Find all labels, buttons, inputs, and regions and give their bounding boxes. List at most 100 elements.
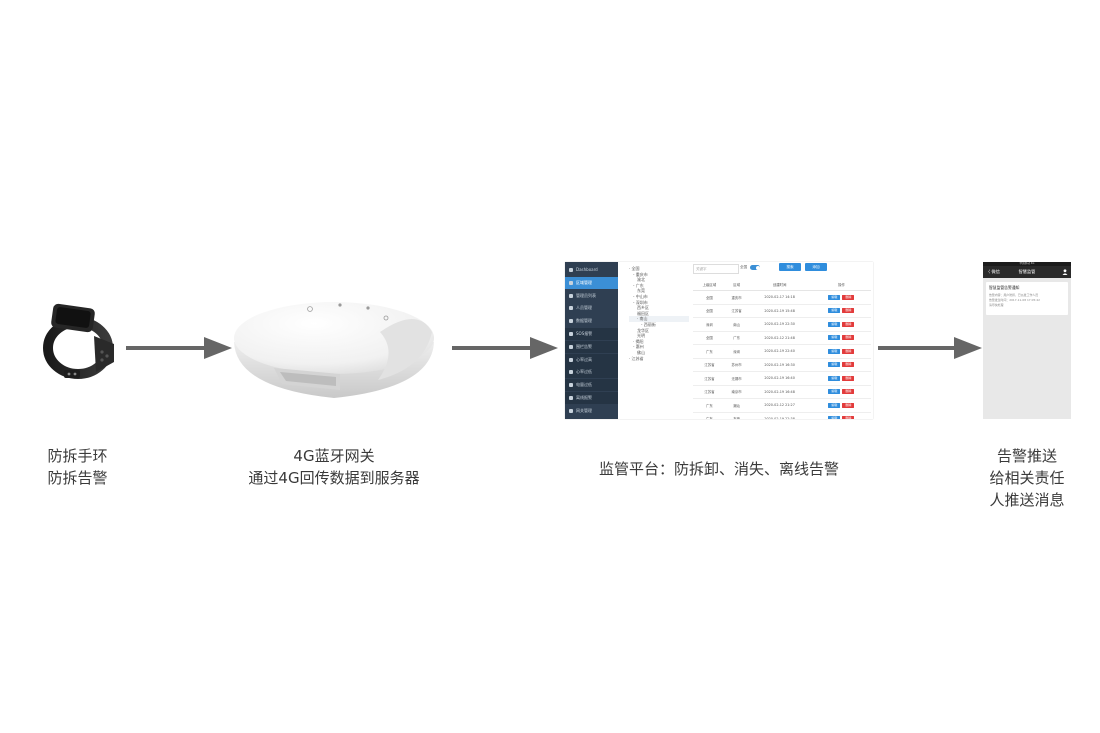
tree-node[interactable]: 福田区	[637, 310, 649, 316]
tree-node[interactable]: - 惠州	[633, 344, 644, 350]
add-button[interactable]: 添加	[805, 263, 827, 271]
delete-button[interactable]: 删除	[842, 375, 855, 381]
tree-node[interactable]: · 南山	[629, 316, 689, 322]
alert-card[interactable]: 智慧监管告警通知 告警内容：用户防拆，已派发工作人员 告警发生时间：2017-1…	[986, 282, 1068, 315]
edit-button[interactable]: 编辑	[828, 321, 841, 327]
search-button[interactable]: 搜索	[779, 263, 801, 271]
edit-button[interactable]: 编辑	[828, 294, 841, 300]
delete-button[interactable]: 删除	[842, 402, 855, 408]
caption-line: 防拆告警	[47, 469, 108, 487]
dashboard-toolbar: 关键字 全国 搜索 添加	[693, 263, 873, 274]
sidebar-item-label: 电量过低	[576, 382, 592, 388]
table-actions: 编辑删除	[811, 371, 871, 386]
sidebar-item-label: Dashboard	[576, 267, 598, 272]
delete-button[interactable]: 删除	[842, 389, 855, 395]
sidebar-item[interactable]: 数据管理	[565, 315, 618, 327]
menu-icon	[569, 408, 573, 413]
delete-button[interactable]: 删除	[842, 308, 855, 314]
edit-button[interactable]: 编辑	[828, 308, 841, 314]
tree-node[interactable]: 东莞	[637, 288, 645, 294]
sidebar-item[interactable]: 电量过低	[565, 379, 618, 392]
sidebar-item[interactable]: 心率过高	[565, 353, 618, 366]
table-cell: 南山	[725, 317, 748, 332]
tree-node[interactable]: - 西丽街	[641, 321, 656, 327]
caption-line: 防拆手环	[47, 447, 108, 465]
edit-button[interactable]: 编辑	[828, 375, 841, 381]
table-cell: 2020-02-19 16:48	[747, 385, 812, 399]
tree-node[interactable]: - 中山市	[633, 293, 648, 299]
table-header: 区域	[725, 278, 748, 291]
caption-line: 监管平台：防拆卸、消失、离线告警	[598, 460, 839, 478]
table-header: 创建时间	[747, 278, 812, 291]
tree-node[interactable]: 渝北	[637, 277, 645, 283]
tree-node[interactable]: 光明	[637, 333, 645, 339]
back-button[interactable]: 〈 微信	[986, 269, 1000, 274]
sidebar-item-label: 心率过低	[576, 369, 592, 375]
table-cell: 潮汕	[725, 398, 748, 413]
sidebar-item[interactable]: 网关管理	[565, 405, 618, 417]
table-cell: 南京市	[725, 385, 748, 399]
user-icon[interactable]	[1062, 269, 1068, 275]
tree-node[interactable]: 龙华区	[637, 327, 649, 333]
phone-status-bar: 中国移动 4G	[983, 262, 1071, 266]
region-tree: · 全国- 重庆市渝北- 广东东莞- 中山市- 深圳市西乡区福田区· 南山- 西…	[629, 266, 689, 361]
tree-node[interactable]: - 深圳市	[633, 299, 648, 305]
edit-button[interactable]: 编辑	[828, 416, 841, 419]
toggle-label: 全国	[740, 265, 748, 269]
sidebar-item[interactable]: 管理员列表	[565, 290, 618, 302]
sidebar-item-label: 离线报警	[576, 395, 592, 400]
edit-button[interactable]: 编辑	[828, 335, 841, 341]
toggle-switch[interactable]	[750, 265, 760, 270]
table-cell: 2020-02-19 22:38	[747, 412, 812, 419]
search-input[interactable]: 关键字	[693, 264, 739, 274]
menu-icon	[569, 280, 573, 285]
phone-nav-bar: 〈 微信 智慧监管	[983, 266, 1071, 278]
delete-button[interactable]: 删除	[842, 321, 855, 327]
edit-button[interactable]: 编辑	[828, 402, 841, 408]
menu-icon	[569, 306, 573, 311]
tree-node[interactable]: 西乡区	[637, 305, 649, 311]
tree-node[interactable]: 佛山	[637, 349, 645, 355]
table-cell: 广东	[693, 412, 726, 419]
sidebar-item[interactable]: 人员管理	[565, 302, 618, 314]
delete-button[interactable]: 删除	[842, 416, 855, 419]
tree-node[interactable]: · 揭阳	[633, 338, 644, 344]
delete-button[interactable]: 删除	[842, 348, 855, 354]
delete-button[interactable]: 删除	[842, 335, 855, 341]
delete-button[interactable]: 删除	[842, 362, 855, 368]
sidebar-item[interactable]: SOS报警	[565, 328, 618, 340]
table-cell: 2020-02-17 14:18	[747, 290, 812, 305]
table-cell: 深圳	[693, 317, 726, 332]
tree-node[interactable]: · 全国	[629, 266, 640, 271]
edit-button[interactable]: 编辑	[828, 362, 841, 368]
edit-button[interactable]: 编辑	[828, 389, 841, 395]
table-cell: 全国	[693, 331, 726, 345]
table-header: 操作	[811, 278, 871, 291]
menu-icon	[569, 370, 573, 375]
tree-node[interactable]: - 重庆市	[633, 271, 648, 277]
phone-screenshot: 中国移动 4G 〈 微信 智慧监管 智慧监管告警通知 告警内容：用户防拆，已派发…	[983, 262, 1071, 419]
sidebar-item[interactable]: 心率过低	[565, 366, 618, 379]
arrow-right-icon	[452, 337, 558, 359]
sidebar-item-label: 心率过高	[576, 356, 592, 362]
table-cell: 无锡市	[725, 371, 748, 386]
edit-button[interactable]: 编辑	[828, 348, 841, 354]
tree-node[interactable]: - 广东	[633, 282, 644, 288]
sidebar-item[interactable]: Dashboard	[565, 264, 618, 276]
alert-card-line: 告警发生时间：2017-11-08 17:05:42	[989, 298, 1040, 302]
caption-line: 4G蓝牙网关	[293, 447, 375, 465]
table-actions: 编辑删除	[811, 290, 871, 305]
gateway-caption: 4G蓝牙网关 通过4G回传数据到服务器	[224, 445, 444, 489]
sidebar-item[interactable]: 区域管理	[565, 276, 618, 289]
sidebar-item[interactable]: 围栏告警	[565, 340, 618, 353]
arrow-right-icon	[878, 337, 982, 359]
sidebar-item[interactable]: 离线报警	[565, 392, 618, 404]
delete-button[interactable]: 删除	[842, 294, 855, 300]
tree-node[interactable]: · 江苏省	[629, 355, 644, 361]
alert-card-line: 请尽快处理	[989, 303, 1004, 307]
